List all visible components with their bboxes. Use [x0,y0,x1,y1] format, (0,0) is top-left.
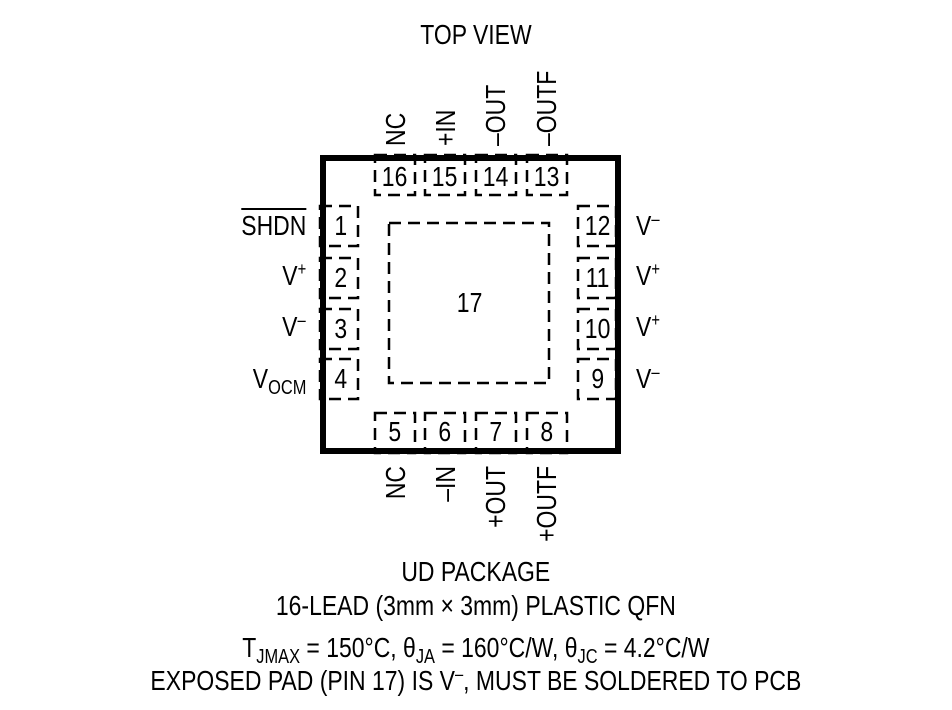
pin-number: 13 [534,161,560,192]
pin-label-vplus: V+ [636,310,660,342]
pin-number: 8 [540,416,554,447]
thermal-specs: TJMAX = 150°C, θJA = 160°C/W, θJC = 4.2°… [242,632,710,668]
pin-label-vminus: V– [636,362,660,394]
pin-label-shdn: SHDN [240,210,306,241]
pin-number: 4 [334,363,348,394]
pin-number: 1 [334,210,348,241]
pin-number: 14 [483,161,509,192]
pin-number: 12 [585,210,611,241]
pin-label-plus-in: +IN [430,109,461,146]
view-title: TOP VIEW [0,18,952,52]
pin-number: 16 [382,161,408,192]
pin-label-vminus: V– [636,209,660,241]
pin-number: 11 [586,262,610,293]
pin-number: 15 [432,161,458,192]
pin-number: 5 [388,416,402,447]
pin-number: 9 [591,363,605,394]
exposed-pad-outline [387,221,551,385]
pin-label-minus-out: –OUT [480,84,511,146]
package-outline [320,155,621,454]
pin-label-vplus: V+ [282,259,306,291]
package-name: UD PACKAGE [401,556,551,587]
pin-label-vocm: VOCM [252,363,306,399]
exposed-pad-note: EXPOSED PAD (PIN 17) IS V–, MUST BE SOLD… [150,664,802,696]
pin-number: 10 [585,313,611,344]
view-title-text: TOP VIEW [420,19,532,50]
pin-number: 2 [334,262,348,293]
pin-number: 7 [489,416,503,447]
pin-label-vplus: V+ [636,259,660,291]
package-description: 16-LEAD (3mm × 3mm) PLASTIC QFN [276,590,676,621]
pin-label-minus-outf: –OUTF [531,70,562,146]
pin-label-vminus: V– [282,310,306,342]
pin-number: 6 [438,416,452,447]
pin-number: 3 [334,313,348,344]
exposed-pad-number: 17 [457,287,483,318]
pin-label-nc: NC [380,112,411,146]
